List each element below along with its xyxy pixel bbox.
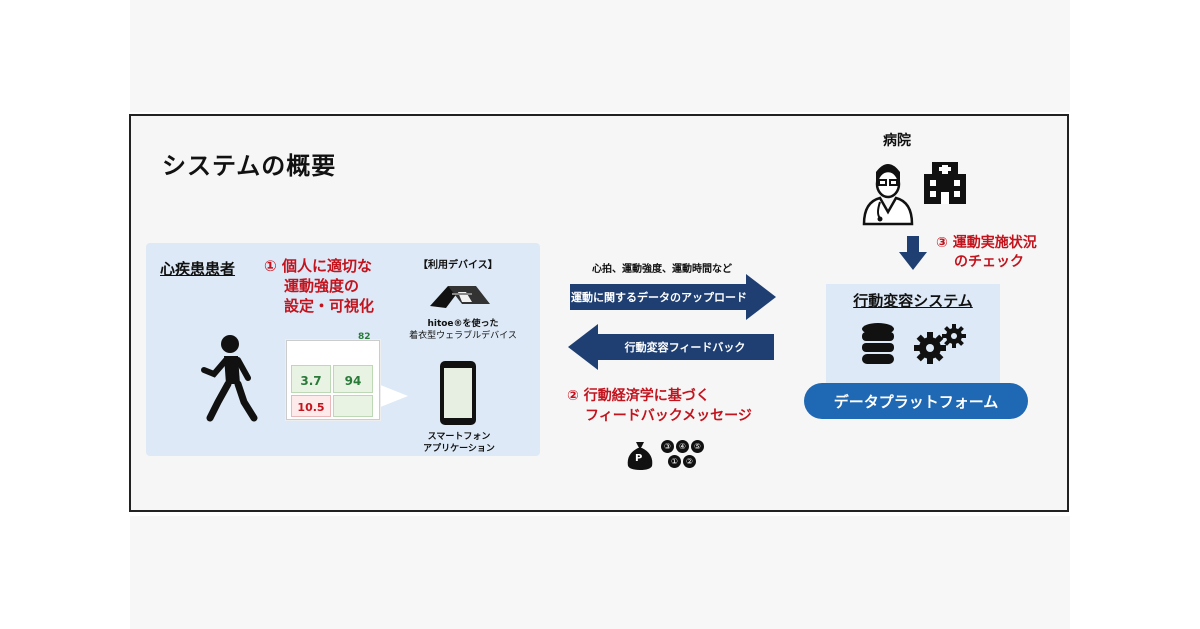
smartphone-screen [444,368,472,418]
coin-icon: ③ [661,440,674,453]
mets-tile: 3.7 [291,365,331,393]
wearable-shirt-icon [430,286,490,308]
gears-icon [914,324,966,364]
smartphone-caption-line2: アプリケーション [423,444,495,454]
step2-line2: フィードバックメッセージ [585,408,752,424]
step2-line1: 行動経済学に基づく [583,388,710,404]
step3-text: ③ 運動実施状況 のチェック [936,234,1037,272]
device-header: 【利用デバイス】 [418,260,498,271]
walking-person-icon [201,335,258,422]
wearable-caption-line2: 着衣型ウェラブルデバイス [409,331,517,341]
patient-label: 心疾患患者 [160,260,236,278]
data-platform: データプラットフォーム [804,383,1028,419]
kcal-tile: 10.5 [291,395,331,417]
page-title: システムの概要 [162,152,337,180]
step3-line2: のチェック [954,254,1024,270]
smartphone-icon [440,361,476,425]
step1-text: ① 個人に適切な 運動強度の 設定・可視化 [264,256,374,316]
top-strip [130,0,1070,112]
coin-icon: ④ [676,440,689,453]
system-box [826,284,1000,384]
down-arrow-icon [899,236,927,270]
step1-line1: 個人に適切な [281,257,372,275]
coin-icon: ① [668,455,681,468]
kcal-value: 10.5 [297,401,325,414]
mets-value: 3.7 [300,374,322,388]
steps-tile [333,395,373,417]
system-title: 行動変容システム [853,292,973,310]
coin-icon: ② [683,455,696,468]
step3-line1: 運動実施状況 [952,235,1037,251]
smartphone-caption: スマートフォン アプリケーション [404,431,514,455]
bag-letter: P [635,453,643,464]
hospital-label: 病院 [883,133,911,149]
feedback-label: 行動変容フィードバック [624,341,746,354]
bottom-strip [130,516,1070,629]
money-bag-icon [627,442,653,470]
upload-label: 運動に関するデータのアップロード [571,291,747,304]
app-dashboard-bubble: 3.7 94 10.5 [286,340,380,420]
feedback-arrow: 行動変容フィードバック [596,334,774,360]
wearable-caption: hitoe®を使った 着衣型ウェラブルデバイス [408,318,518,342]
bpm-value: 94 [344,374,362,388]
doctor-icon [862,164,914,226]
upload-arrowhead-icon [746,274,776,320]
wearable-caption-line1: hitoe®を使った [427,319,499,329]
hospital-building-icon [924,162,966,204]
bpm-tile: 94 [333,365,373,393]
step3-number: ③ [936,235,948,251]
count-value: 82 [358,332,371,342]
smartphone-caption-line1: スマートフォン [427,432,491,442]
coin-icon: ⑤ [691,440,704,453]
database-icon [862,323,894,364]
upload-note: 心拍、運動強度、運動時間など [592,264,732,275]
feedback-arrowhead-icon [568,324,598,370]
data-platform-label: データプラットフォーム [833,392,999,411]
step1-line2: 運動強度の [284,277,360,295]
step2-text: ② 行動経済学に基づく フィードバックメッセージ [567,386,752,426]
upload-arrow: 運動に関するデータのアップロード [570,284,748,310]
step2-number: ② [567,388,579,404]
step1-line3: 設定・可視化 [284,297,375,315]
step1-number: ① [264,257,277,275]
